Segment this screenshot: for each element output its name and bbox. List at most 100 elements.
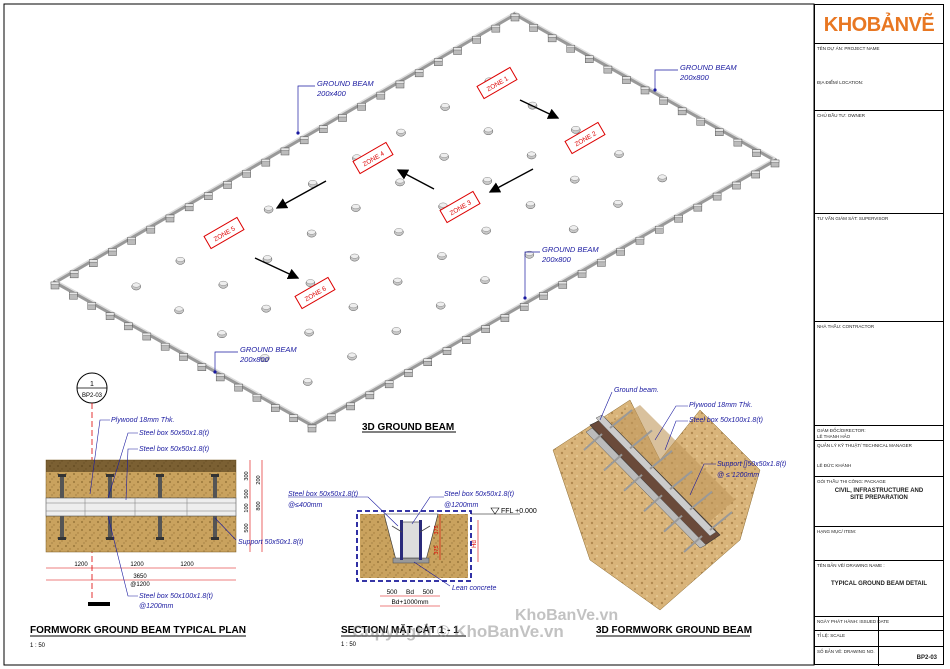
iso-beam-top [311, 157, 776, 424]
iso-interior-pad [217, 330, 227, 339]
iso-interior-pad [396, 128, 406, 137]
iso-label-size: 200x800 [239, 355, 270, 364]
plan-note-plywood: Plywood 18mm Thk. [111, 417, 174, 424]
iso-interior-pad [394, 228, 404, 236]
tb-item: HẠNG MỤC/ ITEM: [815, 526, 943, 560]
logo: KHOBẢNVẼ [817, 7, 941, 43]
iso-edge-pad [696, 118, 705, 126]
fw3d-strut [683, 535, 703, 553]
plan-scale: 1 : 50 [30, 643, 46, 649]
iso-interior-pad [440, 103, 450, 111]
iso-zone-label: ZONE 2 [564, 121, 606, 155]
plan-note-steelbox-1: Steel box 50x50x1.8(t) [139, 430, 209, 437]
iso-edge-pad [184, 203, 194, 212]
fw3d-strut [669, 470, 693, 490]
tb-supervisor-label: TƯ VẤN GIÁM SÁT: SUPERVISOR [817, 216, 889, 221]
iso-edge-pad [404, 369, 413, 378]
fw3d-strut [643, 494, 663, 512]
iso-interior-pad [174, 306, 184, 315]
fw3d-strut [603, 453, 623, 472]
iso-interior-pad [435, 301, 446, 310]
iso-leader [524, 251, 540, 298]
iso-edge-pad [142, 332, 152, 341]
watermark-center: Copyright © KhoBanVe.vn [352, 622, 564, 641]
iso-edge-pad [160, 343, 170, 351]
tb-owner: CHỦ ĐẦU TƯ: OWNER [815, 110, 943, 210]
fw3d-strut [689, 490, 713, 511]
fw3d-struts [583, 409, 733, 553]
tb-manager: QUẢN LÝ KỸ THUẬT/ TECHNICAL MANAGER LÊ Đ… [815, 440, 943, 468]
iso-edge-pad [197, 363, 207, 371]
iso-edge-pad [215, 373, 225, 382]
iso-zone-label: ZONE 1 [476, 66, 518, 100]
iso-edge-pad [622, 76, 631, 84]
section-scale: 1 : 50 [341, 642, 357, 648]
tb-package-value-2: SITE PREPARATION [850, 495, 908, 501]
iso-interior-pad [439, 152, 449, 161]
iso-interior-pad [614, 150, 624, 158]
iso-interior-pad [613, 200, 623, 208]
iso-edge-pad [146, 225, 156, 234]
tb-drawing-name: TÊN BẢN VẼ/ DRAWING NAME : TYPICAL GROUN… [815, 560, 943, 616]
iso-interior-pad [570, 175, 580, 184]
iso-edge-pad [491, 24, 501, 33]
iso-edge-pad [597, 259, 606, 267]
iso-edge-pad [299, 136, 309, 145]
iso-edge-pad [384, 380, 394, 389]
fw3d-note-support: Support []50x50x1.8(t) [717, 461, 786, 468]
iso-edge-pad [414, 69, 424, 78]
tb-drawing-no-label: SỐ BẢN VẼ: DRAWING NO. [817, 649, 875, 654]
iso-edge-pad [280, 147, 290, 156]
tb-supervisor: TƯ VẤN GIÁM SÁT: SUPERVISOR [815, 213, 943, 321]
iso-interior-pad [263, 205, 274, 214]
iso-edge-pad [566, 45, 575, 53]
iso-label-size: 200x800 [541, 255, 572, 264]
iso-leader-dot [213, 370, 217, 374]
iso-title: 3D GROUND BEAM [362, 422, 454, 433]
formwork-plan-view: 1 BP2-03 1200 1200 1200 3650 @1200 300 5… [30, 372, 303, 649]
iso-interior-pad [571, 126, 581, 134]
plan-dim-spacing: @1200 [130, 582, 150, 588]
iso-edge-pad [715, 128, 724, 136]
tb-drawing-name-value: TYPICAL GROUND BEAM DETAIL [830, 581, 928, 587]
plan-vdim-1: 300 [244, 471, 250, 480]
tb-scale: TỈ LỆ: SCALE [815, 630, 943, 646]
iso-edge-pad [732, 181, 741, 190]
fw3d-note-groundbeam: Ground beam. [614, 387, 659, 394]
iso-interior-pad [480, 276, 490, 285]
tb-issued-label: NGÀY PHÁT HÀNH: ISSUED DATE [817, 619, 890, 624]
iso-interior-pad [657, 174, 668, 183]
iso-interior-pad [307, 180, 318, 188]
section-marker-number: 1 [90, 381, 94, 388]
section-vdim-1: 375 [434, 525, 440, 534]
iso-interior-pad [349, 253, 360, 262]
iso-edge-pad [677, 107, 687, 116]
iso-zone-label: ZONE 3 [439, 190, 481, 224]
tb-project: TÊN DỰ ÁN: PROJECT NAME Địa điểm/ Locati… [815, 43, 943, 92]
plan-title: FORMWORK GROUND BEAM TYPICAL PLAN [30, 625, 246, 636]
iso-edge-pad [752, 149, 761, 157]
iso-edge-pad [165, 214, 175, 223]
iso-label-size: 200x400 [316, 89, 347, 98]
iso-interior-pad [526, 151, 537, 160]
plan-vdim-6: 200 [256, 475, 262, 484]
iso-edge-pad [87, 302, 96, 310]
iso-edge-pad [510, 13, 520, 22]
iso-edge-pad [69, 270, 79, 279]
title-block: KHOBẢNVẼ TÊN DỰ ÁN: PROJECT NAME Địa điể… [814, 4, 944, 666]
fw3d-note-spacing: @ ≤ 1200mm [717, 472, 759, 479]
fw3d-strut [663, 514, 683, 533]
section-dim-2: 500 [423, 589, 434, 596]
iso-label: GROUND BEAM [680, 63, 737, 72]
iso-interior-pad [347, 352, 357, 361]
iso-edge-pad [462, 336, 471, 344]
formwork-3d-view: Ground beam. Plywood 18mm Thk. Steel box… [552, 387, 786, 637]
iso-edge-pad [539, 292, 548, 300]
iso-edge-pad [635, 237, 645, 245]
iso-zone-arrow [396, 169, 435, 190]
iso-label: GROUND BEAM [240, 345, 297, 354]
plan-note-steelbox-2: Steel box 50x50x1.8(t) [139, 446, 209, 453]
iso-edge-pad [603, 65, 613, 74]
